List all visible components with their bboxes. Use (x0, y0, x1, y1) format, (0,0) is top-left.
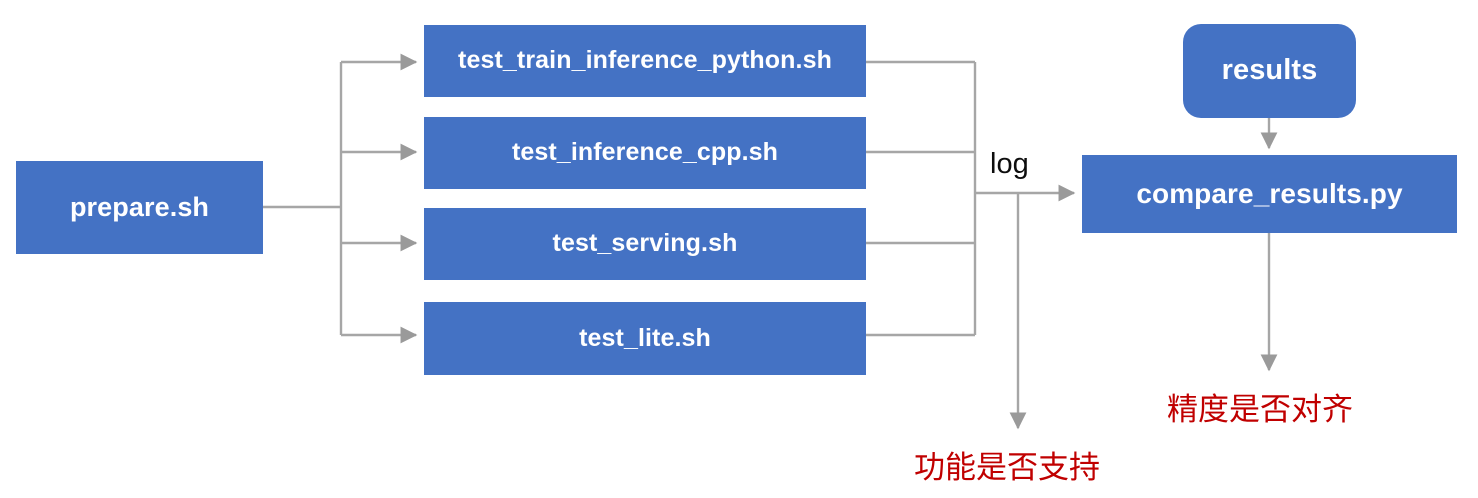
node-test-train-inference-python-sh[interactable]: test_train_inference_python.sh (424, 25, 866, 97)
node-test-serving-sh[interactable]: test_serving.sh (424, 208, 866, 280)
node-results[interactable]: results (1183, 24, 1356, 118)
node-compare-results-py[interactable]: compare_results.py (1082, 155, 1457, 233)
node-test-lite-sh[interactable]: test_lite.sh (424, 302, 866, 375)
edge-label-log: log (990, 148, 1029, 180)
note-feature-supported: 功能是否支持 (914, 450, 1100, 485)
node-test-inference-cpp-sh[interactable]: test_inference_cpp.sh (424, 117, 866, 189)
node-prepare-sh[interactable]: prepare.sh (16, 161, 263, 254)
note-precision-aligned: 精度是否对齐 (1167, 392, 1353, 427)
